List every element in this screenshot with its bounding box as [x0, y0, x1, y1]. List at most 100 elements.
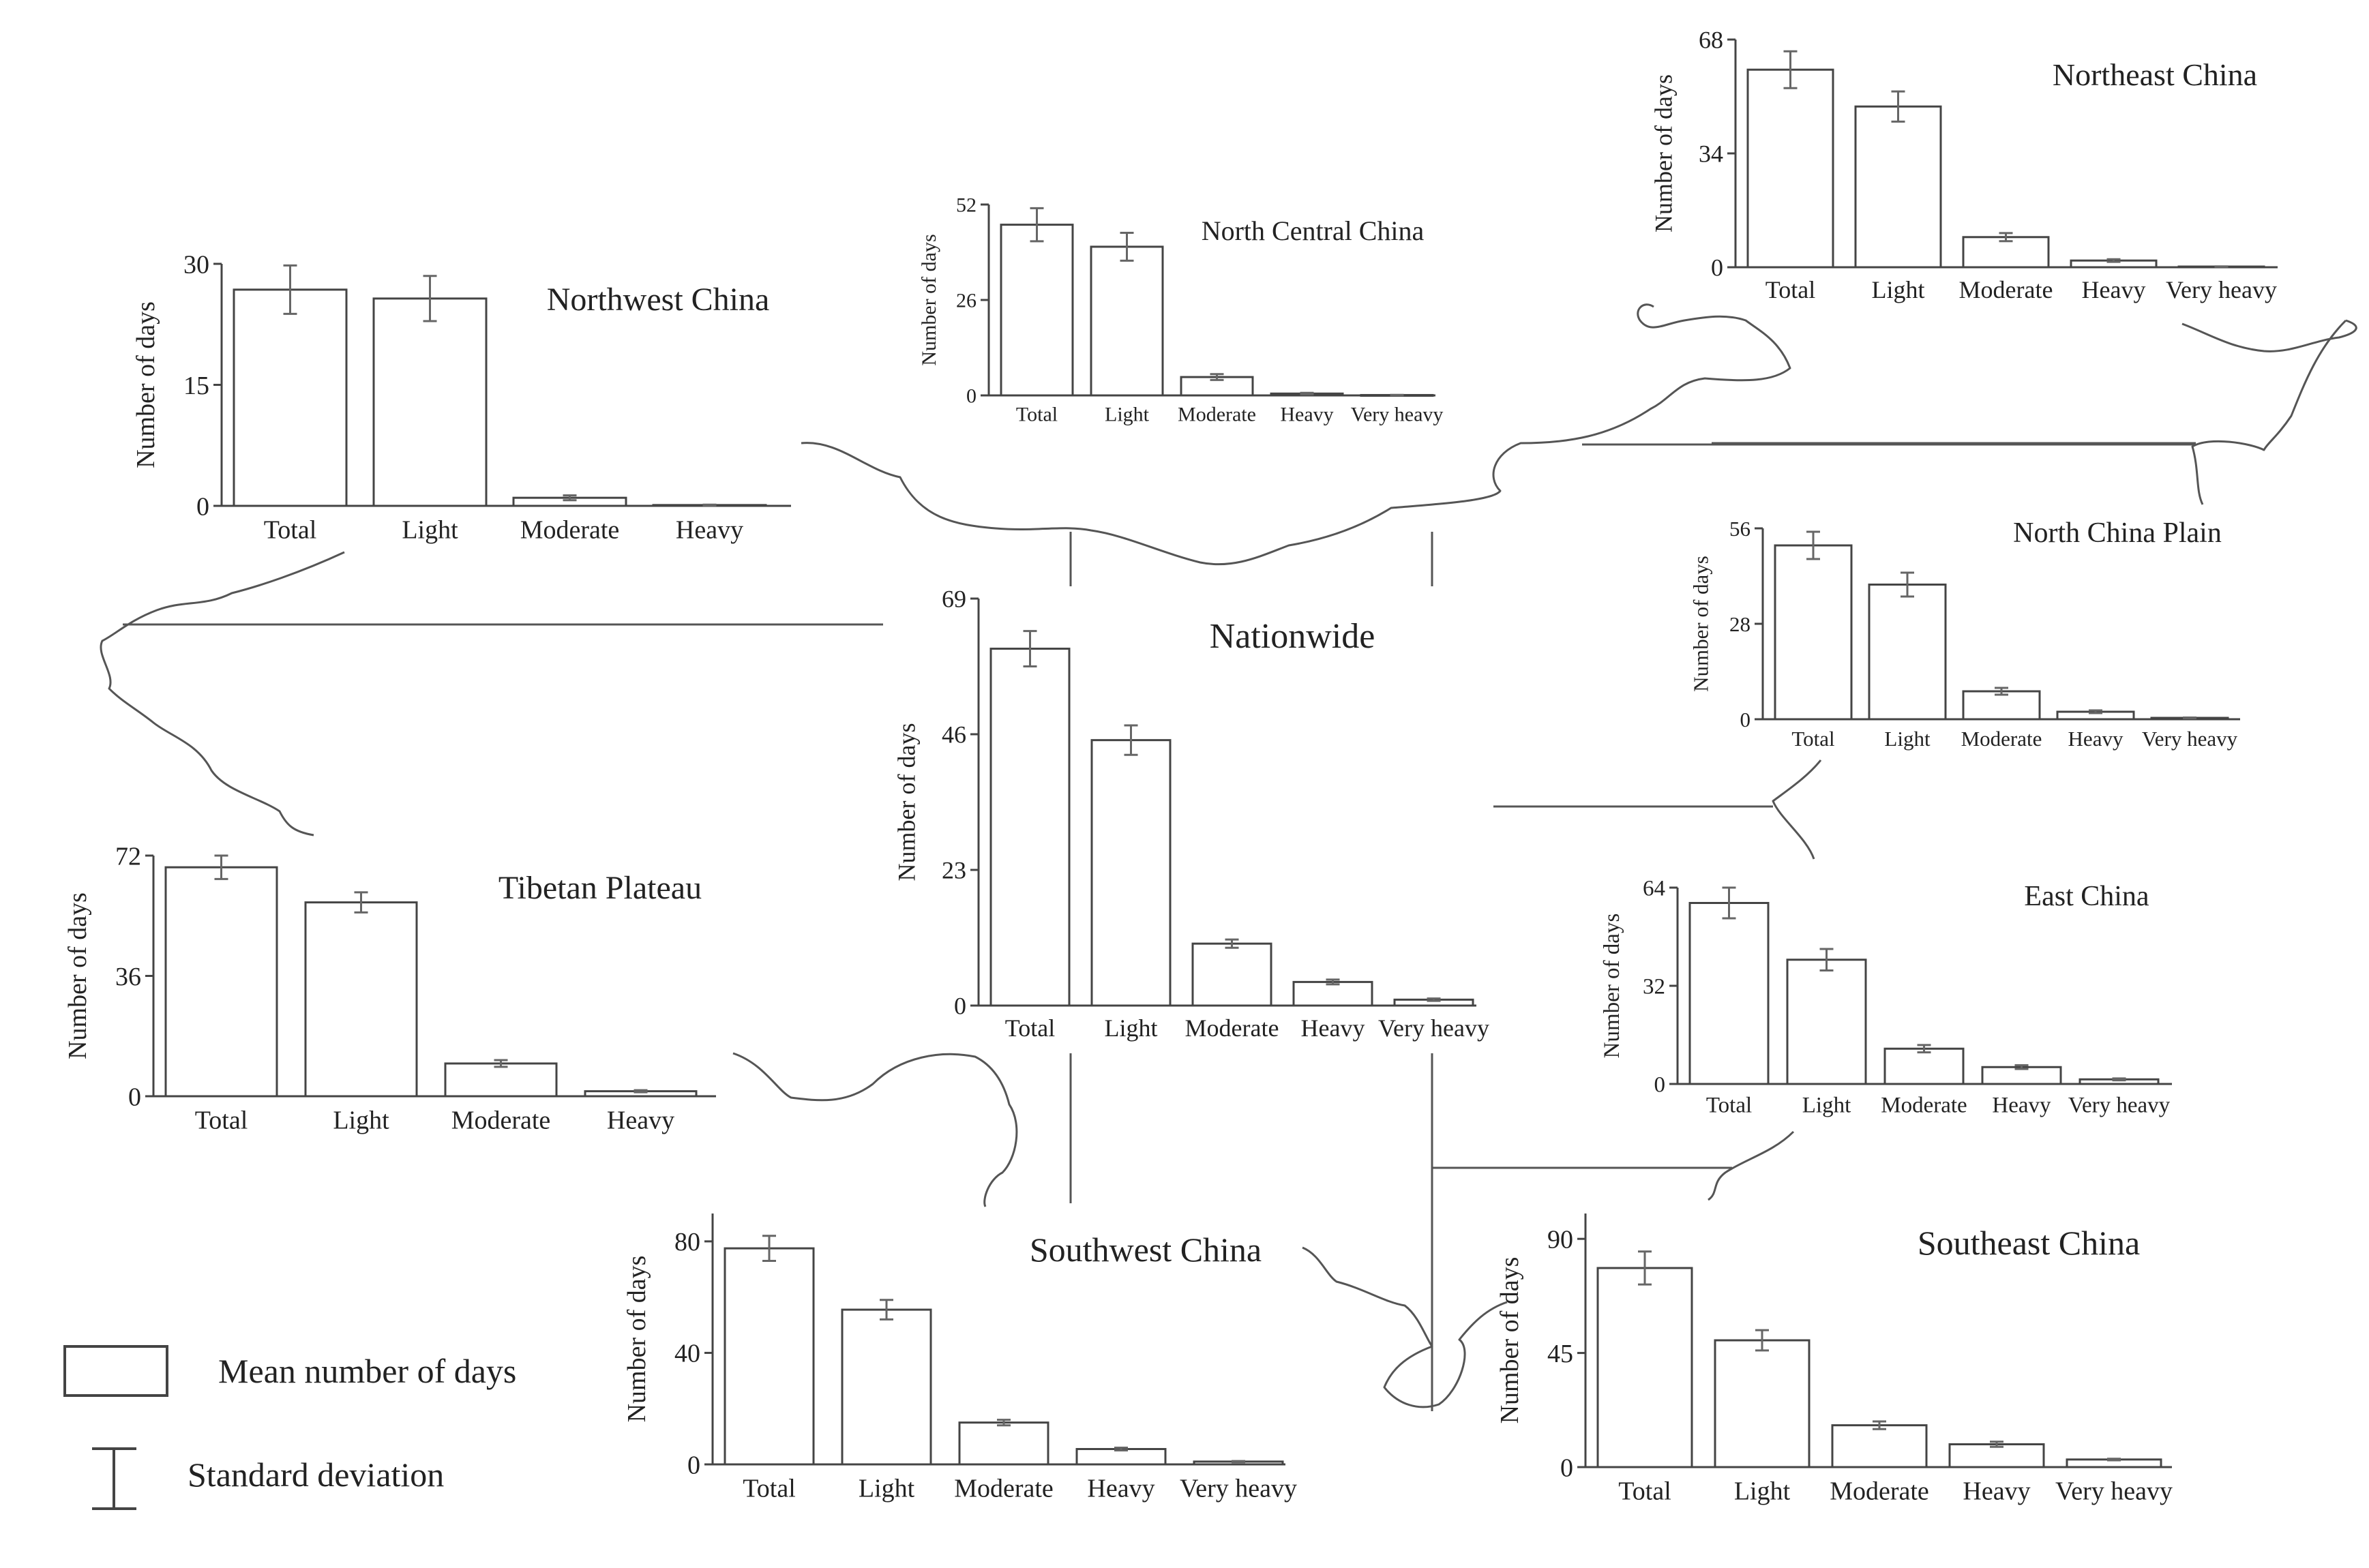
- error-bar: [1210, 373, 1224, 381]
- category-label: Light: [859, 1475, 915, 1503]
- bar-total: [724, 1247, 815, 1466]
- error-bar: [1232, 1460, 1245, 1464]
- error-bar: [354, 891, 368, 914]
- category-label: Total: [1765, 276, 1815, 303]
- error-bar: [1901, 571, 1914, 598]
- panel-title: Northeast China: [2053, 57, 2257, 92]
- bar-light: [1090, 245, 1164, 397]
- bar-light: [841, 1308, 932, 1466]
- category-label: Moderate: [1961, 727, 2042, 751]
- category-label: Very heavy: [1378, 1014, 1489, 1042]
- y-tick-label: 26: [956, 290, 977, 312]
- panel-title: Tibetan Plateau: [498, 870, 702, 906]
- error-bar: [1891, 90, 1905, 123]
- category-label: Total: [1005, 1014, 1055, 1042]
- y-tick-label: 0: [954, 993, 966, 1020]
- y-tick-label: 36: [115, 963, 141, 991]
- y-axis-title: Number of days: [63, 892, 92, 1059]
- bar-total: [164, 866, 278, 1098]
- legend-mean-label: Mean number of days: [218, 1352, 516, 1390]
- error-bar: [1114, 1446, 1128, 1452]
- category-label: Moderate: [1881, 1093, 1967, 1117]
- y-tick-label: 0: [687, 1451, 700, 1479]
- error-bar: [1917, 1044, 1931, 1054]
- error-bar: [2112, 1077, 2126, 1082]
- error-bar: [563, 494, 577, 502]
- category-label: Heavy: [2068, 727, 2124, 751]
- category-label: Very heavy: [1351, 404, 1444, 426]
- y-tick-label: 32: [1643, 975, 1665, 999]
- bar-moderate: [1831, 1424, 1928, 1468]
- y-tick-label: 45: [1547, 1340, 1573, 1368]
- error-bar: [2183, 717, 2196, 719]
- legend-sd-label: Standard deviation: [188, 1456, 444, 1494]
- y-tick-label: 0: [1711, 254, 1723, 282]
- error-bar: [1722, 886, 1736, 920]
- y-axis-title: Number of days: [1495, 1257, 1524, 1424]
- category-label: Total: [1791, 727, 1834, 751]
- error-bar: [214, 854, 228, 880]
- error-bar: [1806, 530, 1820, 560]
- category-label: Heavy: [1301, 1014, 1365, 1042]
- y-tick-label: 30: [183, 250, 209, 279]
- bar-light: [1786, 959, 1867, 1085]
- y-axis-title: Number of days: [918, 234, 940, 365]
- error-bar: [1819, 948, 1834, 971]
- y-tick-label: 90: [1547, 1226, 1573, 1254]
- category-label: Heavy: [1280, 404, 1333, 426]
- y-tick-label: 0: [1740, 708, 1751, 732]
- category-label: Light: [1105, 1014, 1158, 1042]
- category-label: Heavy: [1087, 1475, 1154, 1503]
- error-bar: [1300, 391, 1314, 395]
- panel-title: Nationwide: [1210, 617, 1375, 656]
- bar-total: [1000, 224, 1074, 397]
- category-label: Moderate: [954, 1475, 1054, 1503]
- bar-moderate: [958, 1421, 1049, 1466]
- category-label: Moderate: [1178, 404, 1256, 426]
- y-tick-label: 80: [674, 1228, 700, 1256]
- category-label: Moderate: [1830, 1477, 1929, 1506]
- category-label: Total: [195, 1106, 248, 1135]
- y-tick-label: 15: [183, 372, 209, 400]
- error-bar: [1783, 50, 1798, 89]
- panel-title: Southeast China: [1918, 1224, 2140, 1262]
- error-bar: [1023, 630, 1037, 667]
- category-label: Very heavy: [2166, 276, 2277, 303]
- bar-heavy: [1292, 980, 1373, 1007]
- bar-light: [1714, 1339, 1811, 1468]
- bar-moderate: [444, 1062, 558, 1098]
- category-label: Heavy: [1963, 1477, 2030, 1506]
- error-bar: [1124, 724, 1138, 756]
- y-axis-title: Number of days: [1650, 74, 1677, 232]
- category-label: Very heavy: [2142, 727, 2238, 751]
- y-tick-label: 72: [115, 842, 141, 871]
- category-label: Light: [1802, 1093, 1851, 1117]
- error-bar: [1755, 1329, 1769, 1352]
- category-label: Light: [1734, 1477, 1791, 1506]
- legend-sd-symbol: [92, 1447, 136, 1510]
- error-bar: [2014, 1064, 2029, 1070]
- bar-total: [1746, 68, 1834, 269]
- y-tick-label: 68: [1699, 27, 1723, 54]
- panel-title: North China Plain: [2013, 517, 2222, 549]
- category-label: Light: [1872, 276, 1925, 303]
- bar-light: [304, 901, 418, 1098]
- y-tick-label: 46: [942, 721, 966, 749]
- category-label: Moderate: [451, 1106, 551, 1135]
- category-label: Light: [1884, 727, 1931, 751]
- category-label: Very heavy: [1180, 1475, 1297, 1503]
- error-bar: [1999, 232, 2013, 243]
- error-bar: [1638, 1250, 1652, 1286]
- error-bar: [1427, 997, 1441, 1002]
- y-tick-label: 0: [1654, 1073, 1666, 1098]
- error-bar: [1030, 207, 1044, 243]
- category-label: Moderate: [1959, 276, 2053, 303]
- y-tick-label: 40: [674, 1340, 700, 1368]
- category-label: Very heavy: [2068, 1093, 2171, 1117]
